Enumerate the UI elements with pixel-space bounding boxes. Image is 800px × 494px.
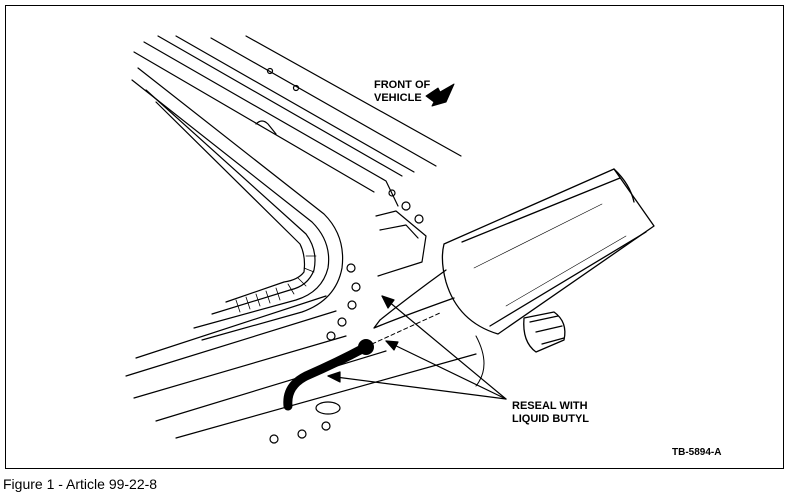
nozzle-dashed-guide: [371, 311, 443, 345]
reseal-label: RESEAL WITH LIQUID BUTYL: [512, 400, 589, 426]
corner-bracket: [255, 120, 427, 277]
butyl-sealant-bead: [283, 343, 369, 411]
roof-panel-illustration: [125, 35, 655, 444]
front-label-line1: FRONT OF: [374, 79, 431, 91]
flange-hatching: [235, 255, 317, 313]
reseal-label-line2: LIQUID BUTYL: [512, 413, 589, 425]
figure-caption: Figure 1 - Article 99-22-8: [3, 476, 158, 492]
front-direction-arrow: [425, 83, 455, 107]
front-label-line2: VEHICLE: [374, 92, 422, 104]
sealant-blob: [358, 339, 374, 355]
front-of-vehicle-label: FRONT OF VEHICLE: [374, 79, 430, 105]
opening-corner: [131, 67, 344, 341]
figure-frame: FRONT OF VEHICLE RESEAL WITH LIQUID BUTY…: [5, 5, 784, 469]
roof-rails: [125, 35, 477, 439]
bolt-holes: [266, 67, 424, 444]
caulk-gun: [373, 168, 655, 387]
reseal-label-line1: RESEAL WITH: [512, 400, 588, 412]
tb-number-label: TB-5894-A: [672, 447, 722, 458]
reseal-leader-arrows: [327, 295, 507, 400]
